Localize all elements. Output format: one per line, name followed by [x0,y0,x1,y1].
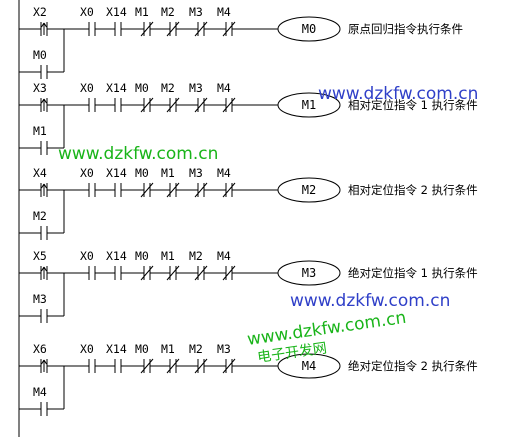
contact-label: X6 [33,342,47,356]
contact-label: M3 [33,292,47,306]
watermarks-group: www.dzkfw.com.cn www.dzkfw.com.cn www.dz… [58,84,478,366]
contact-label: X0 [80,81,94,95]
series-contact-slash [222,21,236,37]
watermark-text: www.dzkfw.com.cn [290,291,450,311]
contact-label: M0 [135,166,149,180]
contact-label: M0 [135,81,149,95]
contact-label: M1 [161,166,175,180]
series-contact-slash [222,358,236,374]
latch-contact-arrow [43,183,47,189]
contact-label: M4 [217,249,231,263]
contact-label: M0 [135,249,149,263]
output-coil [277,260,341,286]
contact-label: M4 [217,81,231,95]
series-contact-slash [166,182,180,198]
series-contact-slash [194,358,208,374]
coil-label: M4 [302,359,316,373]
rung-comment: 相对定位指令 1 执行条件 [348,98,478,112]
contact-label: M4 [33,385,47,399]
contact-label: M2 [189,249,203,263]
contact-label: M3 [189,5,203,19]
output-coil [277,353,341,379]
contact-label: M3 [189,81,203,95]
coil-label: M2 [302,183,316,197]
contact-label: M2 [161,5,175,19]
contact-label: X14 [106,166,127,180]
latch-contact-arrow [41,359,45,365]
latch-contact-arrow [43,359,47,365]
contact-label: M3 [217,342,231,356]
contact-label: M1 [135,5,149,19]
latch-contact-arrow [43,266,47,272]
contact-label: X14 [106,342,127,356]
contact-label: X14 [106,5,127,19]
series-contact-slash [166,358,180,374]
rung-comment: 绝对定位指令 1 执行条件 [348,266,478,280]
series-contact-slash [194,265,208,281]
series-contact-slash [194,182,208,198]
coil-label: M0 [302,22,316,36]
contact-label: X3 [33,81,47,95]
rung-comment: 相对定位指令 2 执行条件 [348,183,478,197]
series-contact-slash [140,358,154,374]
series-contact-slash [140,265,154,281]
watermark-text: www.dzkfw.com.cn [58,144,218,164]
coil-label: M3 [302,266,316,280]
output-coil [277,16,341,42]
contact-label: X4 [33,166,47,180]
latch-contact-arrow [43,98,47,104]
series-contact-slash [166,265,180,281]
contact-label: M1 [161,342,175,356]
series-contact-slash [194,97,208,113]
contact-label: X2 [33,5,47,19]
rung-comment: 原点回归指令执行条件 [348,22,463,36]
latch-contact-arrow [41,183,45,189]
contact-label: X14 [106,81,127,95]
series-contact-slash [194,21,208,37]
contact-label: X5 [33,249,47,263]
contact-label: M4 [217,166,231,180]
contact-label: X14 [106,249,127,263]
latch-contact-arrow [41,98,45,104]
contact-label: X0 [80,249,94,263]
contact-label: M2 [161,81,175,95]
series-contact-slash [140,21,154,37]
output-coil [277,92,341,118]
series-contact-slash [222,182,236,198]
series-contact-slash [140,182,154,198]
rung-comment: 绝对定位指令 2 执行条件 [348,359,478,373]
contact-label: X0 [80,5,94,19]
series-contact-slash [140,97,154,113]
contact-label: M1 [33,124,47,138]
contact-label: M1 [161,249,175,263]
watermark-text: www.dzkfw.com.cn [246,308,408,350]
series-contact-slash [222,97,236,113]
contact-label: M0 [135,342,149,356]
coil-label: M1 [302,98,316,112]
contact-label: M3 [189,166,203,180]
latch-contact-arrow [41,22,45,28]
latch-contact-arrow [41,266,45,272]
contact-label: M4 [217,5,231,19]
series-contact-slash [166,97,180,113]
contact-label: M2 [189,342,203,356]
contact-label: X0 [80,342,94,356]
latch-contact-arrow [43,22,47,28]
watermark-text: www.dzkfw.com.cn [318,84,478,104]
output-coil [277,177,341,203]
contact-label: M2 [33,209,47,223]
contact-label: M0 [33,48,47,62]
series-contact-slash [166,21,180,37]
contact-label: X0 [80,166,94,180]
series-contact-slash [222,265,236,281]
